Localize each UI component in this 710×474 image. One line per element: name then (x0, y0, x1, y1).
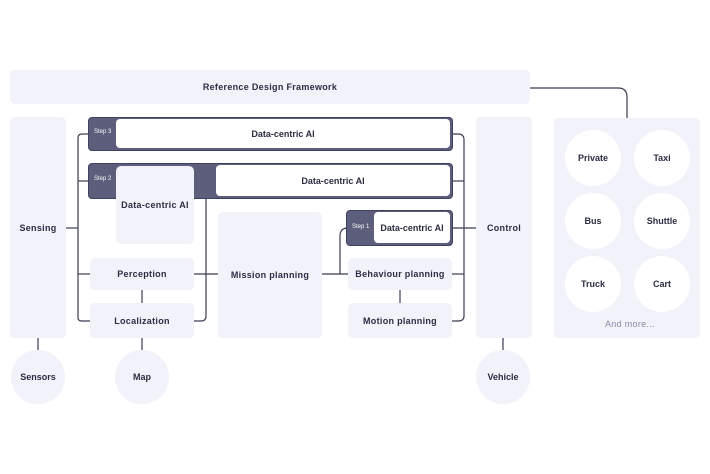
reference-design-framework-bar: Reference Design Framework (10, 70, 530, 104)
vehicle-type-bus: Bus (565, 193, 621, 249)
step2-label: Data-centric AI (301, 175, 365, 186)
localization-box: Localization (90, 303, 194, 338)
vehicle-circle: Vehicle (476, 350, 530, 404)
step3-inner: Data-centric AI (116, 119, 450, 148)
sensors-circle: Sensors (11, 350, 65, 404)
map-label: Map (133, 372, 151, 382)
motion-planning-box: Motion planning (348, 303, 452, 338)
step1-tag: Step 1 (352, 224, 370, 230)
step3-label: Data-centric AI (251, 128, 315, 139)
behaviour-planning-box: Behaviour planning (348, 258, 452, 290)
step2-inner: Data-centric AI (216, 165, 450, 196)
framework-title: Reference Design Framework (202, 82, 338, 92)
vehicle-type-private: Private (565, 130, 621, 186)
behaviour-planning-label: Behaviour planning (355, 269, 445, 279)
step1-inner: Data-centric AI (374, 212, 450, 243)
step2-tag: Step 2 (94, 176, 112, 182)
step3-block: Step 3 Data-centric AI (88, 117, 453, 151)
vehicle-label: Vehicle (487, 372, 519, 382)
vehicle-type-cart: Cart (634, 256, 690, 312)
step1-block: Step 1 Data-centric AI (346, 210, 453, 246)
vehicle-type-label: Truck (580, 279, 605, 289)
control-label: Control (486, 222, 522, 233)
control-column: Control (476, 117, 532, 338)
perception-label: Perception (117, 269, 167, 279)
mission-planning-box: Mission planning (218, 212, 322, 338)
sensors-label: Sensors (20, 372, 56, 382)
map-circle: Map (115, 350, 169, 404)
left-bus-line (77, 133, 90, 322)
vehicle-type-taxi: Taxi (634, 130, 690, 186)
perception-box: Perception (90, 258, 194, 290)
vehicle-type-label: Shuttle (646, 216, 678, 226)
and-more-label: And more... (605, 319, 655, 329)
sensing-label: Sensing (19, 222, 57, 233)
vehicle-type-shuttle: Shuttle (634, 193, 690, 249)
localization-label: Localization (114, 315, 170, 326)
step1-label: Data-centric AI (380, 222, 444, 233)
vehicle-type-label: Private (577, 153, 609, 163)
mission-planning-label: Mission planning (230, 270, 310, 280)
sensing-column: Sensing (10, 117, 66, 338)
step2-localization-connector (194, 180, 207, 322)
step3-tag: Step 3 (94, 129, 112, 135)
data-centric-ai-left-label: Data-centric AI (121, 200, 189, 210)
vehicle-type-truck: Truck (565, 256, 621, 312)
framework-vehicles-connector (530, 87, 628, 118)
motion-planning-label: Motion planning (363, 315, 437, 326)
vehicle-type-label: Bus (584, 216, 602, 226)
vehicle-type-label: Cart (652, 279, 671, 289)
data-centric-ai-left-box: Data-centric AI (116, 166, 194, 244)
vehicle-type-label: Taxi (653, 153, 671, 163)
